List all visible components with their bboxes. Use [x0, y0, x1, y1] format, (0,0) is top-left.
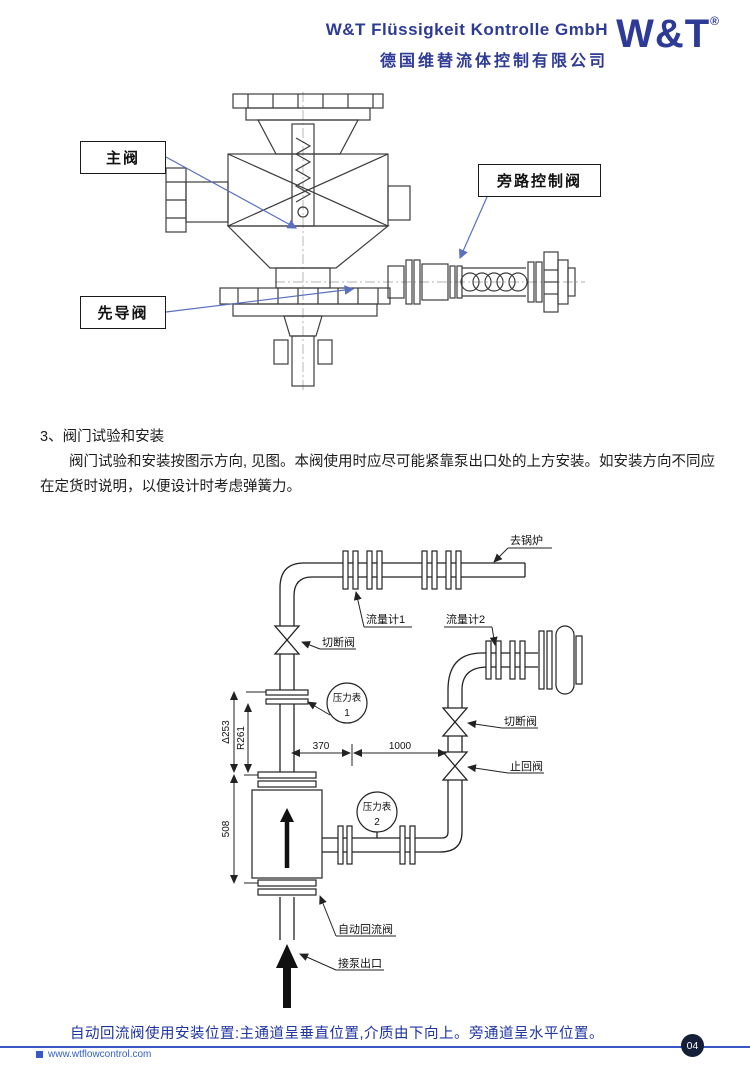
- check-valve-symbol: [441, 751, 469, 781]
- section-heading: 3、阀门试验和安装: [40, 429, 165, 445]
- main-valve-spindle-and-spring: [291, 123, 315, 227]
- auto-recirculation-valve-body: [251, 771, 323, 896]
- section-3: 3、阀门试验和安装 阀门试验和安装按图示方向, 见图。本阀使用时应尽可能紧靠泵出…: [40, 425, 722, 500]
- page-number-badge: 04: [681, 1034, 704, 1057]
- main-valve-label: 主阀: [80, 141, 166, 174]
- dim-1000: 1000: [389, 741, 412, 752]
- label-leader-lines: [165, 156, 488, 313]
- pilot-valve-label: 先导阀: [80, 296, 166, 329]
- section-body-line1: 阀门试验和安装按图示方向, 见图。本阀使用时应尽可能紧靠泵出口处的上方安装。如安…: [69, 454, 716, 470]
- registered-mark: ®: [710, 14, 720, 28]
- valve-upper-body: [165, 153, 411, 233]
- bypass-control-valve-assembly: [387, 251, 576, 313]
- gauge1-label: 压力表: [333, 692, 362, 704]
- footer-website: www.wtflowcontrol.com: [48, 1049, 152, 1060]
- footer-logo-square: [36, 1051, 43, 1058]
- flow-meter-1-label: 流量计1: [366, 612, 405, 626]
- dim-v3: 508: [221, 820, 232, 837]
- dimension-lines: 370 1000 Δ253 R261 508: [221, 691, 447, 884]
- center-axes: [275, 92, 585, 392]
- gauge1-number: 1: [344, 708, 350, 719]
- section-body-line2: 在定货时说明，以便设计时考虑弹簧力。: [40, 479, 301, 495]
- company-name-chinese: 德国维替流体控制有限公司: [379, 53, 608, 70]
- installation-piping-figure: 压力表 1 压力表 2 去锅炉 流量计1 流量计2 切断阀: [221, 534, 583, 1008]
- valve-cross-section-figure: [165, 92, 585, 392]
- flow-direction-arrow: [280, 808, 294, 822]
- company-logo: W&T®: [616, 12, 720, 57]
- shutoff-valve-symbol-main: [273, 625, 301, 655]
- flange-pairs: [265, 550, 583, 865]
- logo-text: W&T: [616, 12, 711, 56]
- to-boiler-label: 去锅炉: [510, 534, 543, 547]
- dim-v2: R261: [236, 726, 247, 750]
- shutoff-valve-label-bypass: 切断阀: [504, 714, 537, 728]
- shutoff-valve-symbol-bypass: [441, 707, 469, 737]
- header: W&T Flüssigkeit Kontrolle GmbH 德国维替流体控制有…: [0, 20, 608, 71]
- dim-370: 370: [313, 741, 330, 752]
- shutoff-valve-label-main: 切断阀: [322, 635, 355, 649]
- pump-outlet-label: 接泵出口: [338, 956, 382, 970]
- flow-meter-2-label: 流量计2: [446, 612, 485, 626]
- check-valve-label: 止回阀: [510, 759, 543, 773]
- pressure-gauge-1: 压力表 1: [307, 682, 368, 724]
- pressure-gauge-2: 压力表 2: [356, 791, 398, 833]
- gauge2-number: 2: [374, 817, 380, 828]
- pump-outlet-arrow: [276, 944, 298, 1008]
- footer-rule: [0, 1046, 750, 1048]
- auto-recirc-valve-label: 自动回流阀: [338, 922, 393, 936]
- installation-caption: 自动回流阀使用安装位置:主通道呈垂直位置,介质由下向上。旁通道呈水平位置。: [70, 1026, 605, 1042]
- gauge2-label: 压力表: [363, 801, 392, 813]
- company-name-german: W&T Flüssigkeit Kontrolle GmbH: [325, 20, 608, 39]
- dim-v1: Δ253: [221, 720, 232, 744]
- valve-lower-body: [219, 225, 391, 387]
- diagram-labels: 去锅炉 流量计1 流量计2 切断阀 切断阀 止回阀 自动回流阀 接泵出口: [299, 534, 552, 971]
- bypass-control-valve-label: 旁路控制阀: [478, 164, 601, 197]
